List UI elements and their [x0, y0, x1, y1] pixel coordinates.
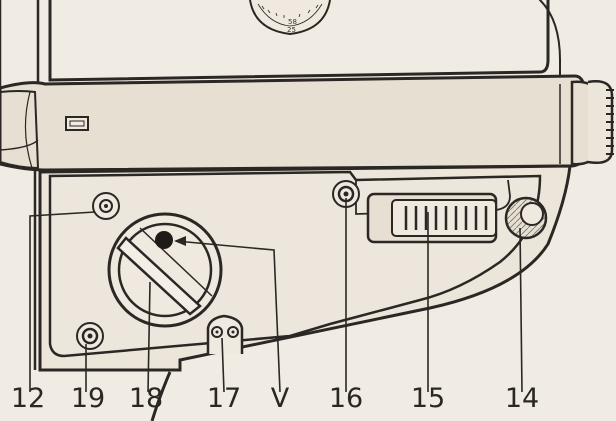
callout-16: 16	[328, 383, 364, 414]
dial-scale-25: 25	[287, 26, 296, 34]
callout-v: V	[270, 383, 290, 414]
body-slot	[65, 116, 89, 131]
leader-v	[175, 240, 281, 393]
dial-scale-58: 58	[288, 18, 297, 26]
leader-v-arrow	[174, 236, 186, 246]
callout-15: 15	[410, 383, 446, 414]
callout-14: 14	[504, 383, 540, 414]
screw-12	[92, 192, 120, 220]
screw-19	[76, 322, 104, 350]
leader-12	[29, 211, 96, 392]
callout-19: 19	[70, 383, 106, 414]
leader-lines	[29, 198, 523, 393]
battery-cover-18	[107, 212, 223, 328]
callout-17: 17	[206, 383, 242, 414]
slide-switch-15	[366, 192, 498, 244]
leader-14	[519, 227, 523, 393]
socket-17	[206, 314, 244, 354]
callout-12: 12	[10, 383, 46, 414]
knob-14	[504, 196, 548, 240]
leader-18	[147, 281, 151, 393]
lens-scale-dial: 58 25	[249, 0, 331, 36]
eyepiece	[559, 80, 614, 166]
indicator-v	[155, 231, 173, 249]
callout-18: 18	[128, 383, 164, 414]
leader-17	[221, 337, 225, 393]
